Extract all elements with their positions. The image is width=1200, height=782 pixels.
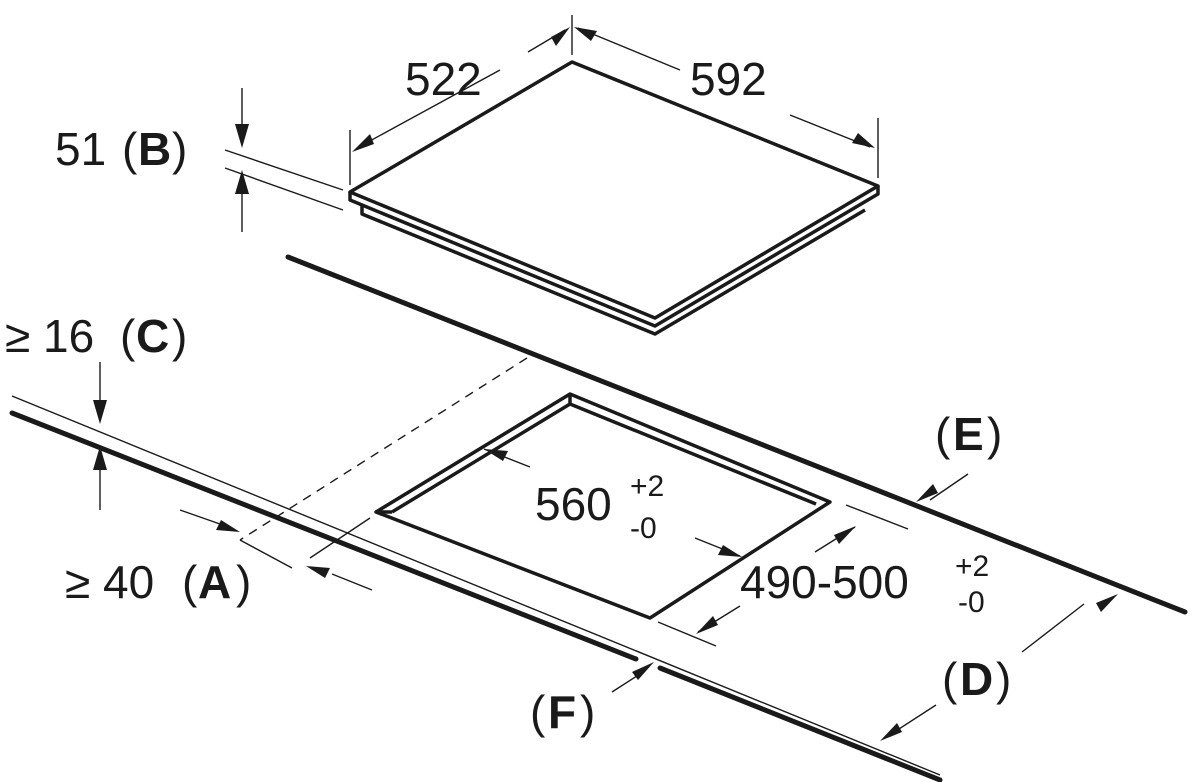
- marker-d-letter: D: [960, 653, 993, 705]
- dim-490-500-tol-plus: +2: [955, 550, 989, 583]
- dimension-490-500: 490-500 +2 -0: [657, 504, 989, 647]
- dim-522-label: 522: [405, 53, 482, 105]
- dimension-40-a: ≥ 40 ( A ): [65, 509, 373, 608]
- worktop-front-edge-top: [11, 395, 941, 776]
- dim-40-paren-open: (: [182, 556, 198, 608]
- hob-projection-line: [239, 357, 528, 541]
- marker-d-paren-close: ): [996, 653, 1011, 705]
- cutout-inner: [376, 394, 817, 514]
- marker-e: ( E ): [916, 408, 1002, 502]
- dim-560-tol-plus: +2: [630, 470, 664, 503]
- marker-f-paren-close: ): [580, 686, 595, 738]
- dim-16-paren-close: ): [172, 310, 187, 362]
- dim-40-paren-close: ): [236, 556, 251, 608]
- dim-490-500-tol-minus: -0: [958, 586, 985, 619]
- marker-d: ( D ): [880, 594, 1118, 741]
- marker-f: ( F ): [530, 662, 654, 738]
- dimension-592: 592: [574, 27, 879, 178]
- dim-40-letter: A: [198, 556, 231, 608]
- dim-51-value: 51: [55, 123, 106, 175]
- dim-560-label: 560: [535, 478, 612, 530]
- dimension-51-b: 51 ( B ): [55, 88, 344, 232]
- worktop-back-edge: [285, 254, 1188, 615]
- hob-body: [360, 206, 866, 336]
- dim-51-paren-open: (: [122, 123, 138, 175]
- dim-51-letter: B: [138, 123, 171, 175]
- marker-e-paren-open: (: [935, 408, 951, 460]
- cutout-outer: [374, 392, 832, 620]
- dimension-522: 522: [349, 15, 573, 185]
- dim-16-paren-open: (: [120, 310, 136, 362]
- marker-e-paren-close: ): [987, 408, 1002, 460]
- dim-560-tol-minus: -0: [630, 512, 657, 545]
- worktop: [9, 254, 1188, 782]
- marker-f-paren-open: (: [530, 686, 546, 738]
- dim-16-value: ≥ 16: [5, 310, 94, 362]
- dim-490-500-label: 490-500: [740, 556, 909, 608]
- marker-d-paren-open: (: [942, 653, 958, 705]
- dimension-16-c: ≥ 16 ( C ): [5, 310, 187, 510]
- dim-592-label: 592: [690, 53, 767, 105]
- worktop-front-edge-right: [657, 665, 943, 782]
- hob-glass-edge: [348, 186, 880, 328]
- dimension-560: 560 +2 -0: [483, 448, 742, 557]
- dim-51-paren-close: ): [172, 123, 187, 175]
- worktop-cutout: [374, 392, 832, 620]
- marker-e-letter: E: [953, 408, 984, 460]
- worktop-front-edge-left: [9, 410, 639, 662]
- dim-40-value: ≥ 40: [65, 556, 154, 608]
- marker-f-letter: F: [548, 686, 576, 738]
- hob-cooktop: [348, 60, 880, 336]
- dim-16-letter: C: [136, 310, 169, 362]
